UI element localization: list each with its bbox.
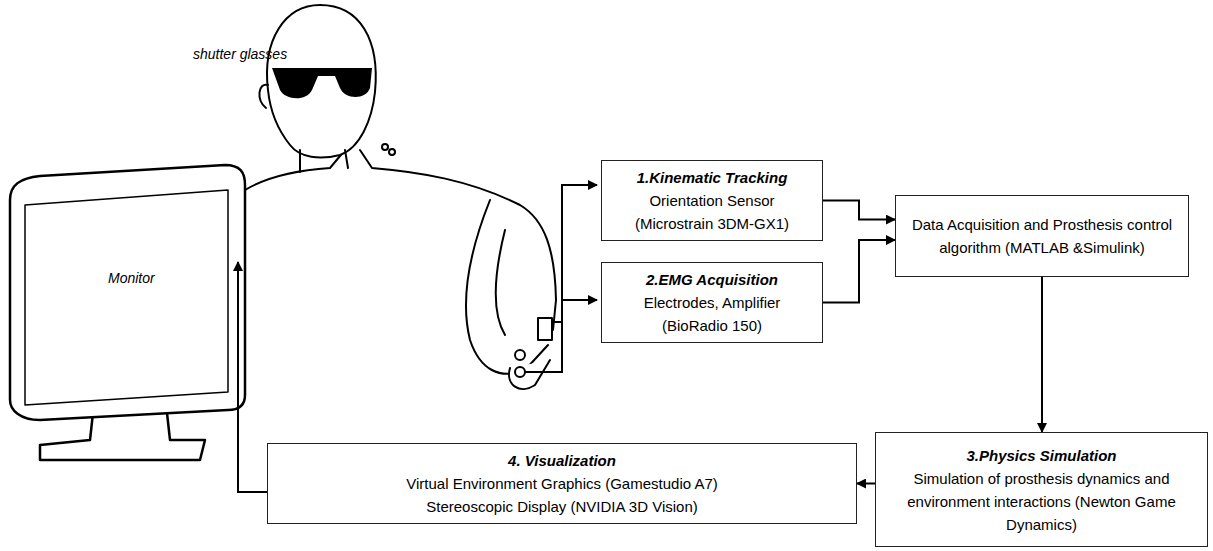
sensor (389, 149, 395, 155)
box-text: Electrodes, Amplifier (BioRadio 150) (612, 291, 812, 337)
box-text: Orientation Sensor (Microstrain 3DM-GX1) (612, 189, 812, 235)
head (267, 5, 376, 158)
hand (509, 360, 550, 389)
connector-arrow (823, 201, 895, 220)
process-box: 3.Physics SimulationSimulation of prosth… (875, 432, 1208, 547)
box-heading: 3.Physics Simulation (966, 444, 1116, 467)
electrode (515, 367, 525, 377)
orientation-sensor (538, 318, 552, 340)
box-text: Virtual Environment Graphics (Gamestudio… (382, 472, 742, 518)
box-heading: 1.Kinematic Tracking (637, 166, 788, 189)
display-wire (238, 262, 267, 492)
box-heading: 4. Visualization (508, 449, 616, 472)
callout-label: shutter glasses (193, 46, 287, 62)
connector-arrow (823, 240, 895, 302)
neck (300, 150, 348, 172)
process-box: Data Acquisition and Prosthesis control … (895, 195, 1189, 277)
arm (466, 200, 548, 374)
emg-wire (525, 300, 597, 372)
shutter-glasses (272, 68, 372, 98)
electrode (515, 350, 525, 360)
connector-arrow (1041, 277, 1043, 432)
process-box: 4. VisualizationVirtual Environment Grap… (267, 443, 857, 524)
box-heading: 2.EMG Acquisition (646, 268, 778, 291)
sensor-wire (552, 185, 597, 322)
monitor-screen (25, 190, 228, 405)
box-text: Data Acquisition and Prosthesis control … (907, 213, 1177, 259)
connector-arrow (857, 483, 875, 485)
process-box: 1.Kinematic TrackingOrientation Sensor (… (601, 160, 823, 241)
sensor (382, 144, 388, 150)
torso (245, 150, 556, 330)
monitor (10, 165, 245, 420)
ear (259, 85, 268, 108)
monitor-label: Monitor (108, 270, 155, 286)
process-box: 2.EMG AcquisitionElectrodes, Amplifier (… (601, 262, 823, 343)
box-text: Simulation of prosthesis dynamics and en… (892, 467, 1192, 536)
